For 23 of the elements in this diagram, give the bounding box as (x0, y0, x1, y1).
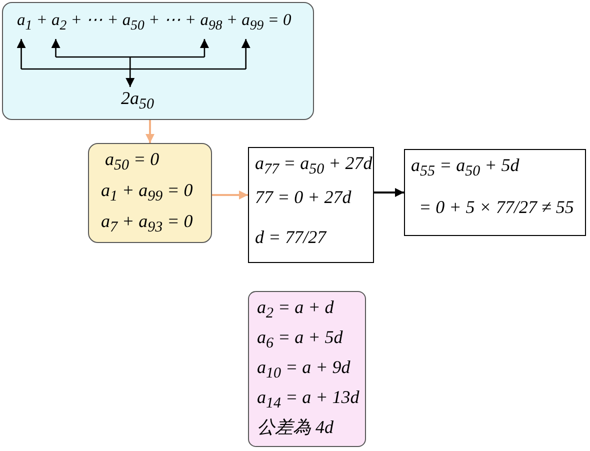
formula-text: a$_{1}$ + a$_{99}$ = 0 (101, 181, 193, 206)
formula-text: a$_{6}$ = a + 5d (257, 328, 343, 352)
formula-text: d = 77/27 (255, 228, 326, 248)
formula-text: a$_{55}$ = a$_{50}$ + 5d (411, 156, 520, 180)
formula-box (248, 147, 374, 263)
arrow (146, 120, 154, 143)
formula-text: = 0 + 5 × 77/27 ≠ 55 (419, 198, 574, 218)
formula-text: a$_{14}$ = a + 13d (257, 388, 360, 412)
arrow (374, 188, 404, 197)
formula-text: a$_{7}$ + a$_{93}$ = 0 (101, 212, 193, 236)
formula-text: a$_{2}$ = a + d (257, 298, 334, 322)
formula-box (404, 149, 586, 236)
formula-text: 公差為 4d (257, 418, 334, 438)
formula-text: 77 = 0 + 27d (255, 188, 352, 208)
formula-text: a$_{50}$ = 0 (105, 150, 160, 174)
rounded-box (88, 143, 212, 243)
formula-text: 2a$_{50}$ (121, 89, 154, 114)
rounded-box (2, 2, 314, 120)
formula-text: a$_{10}$ = a + 9d (257, 358, 350, 382)
formula-text: a$_{1}$ + a$_{2}$ + ⋯ + a$_{50}$ + ⋯ + a$_{98}$ + a$_{99}$ = 0 (17, 11, 292, 32)
rounded-box (248, 291, 366, 447)
arrow (212, 190, 248, 200)
formula-text: a$_{77}$ = a$_{50}$ + 27d (255, 154, 372, 178)
